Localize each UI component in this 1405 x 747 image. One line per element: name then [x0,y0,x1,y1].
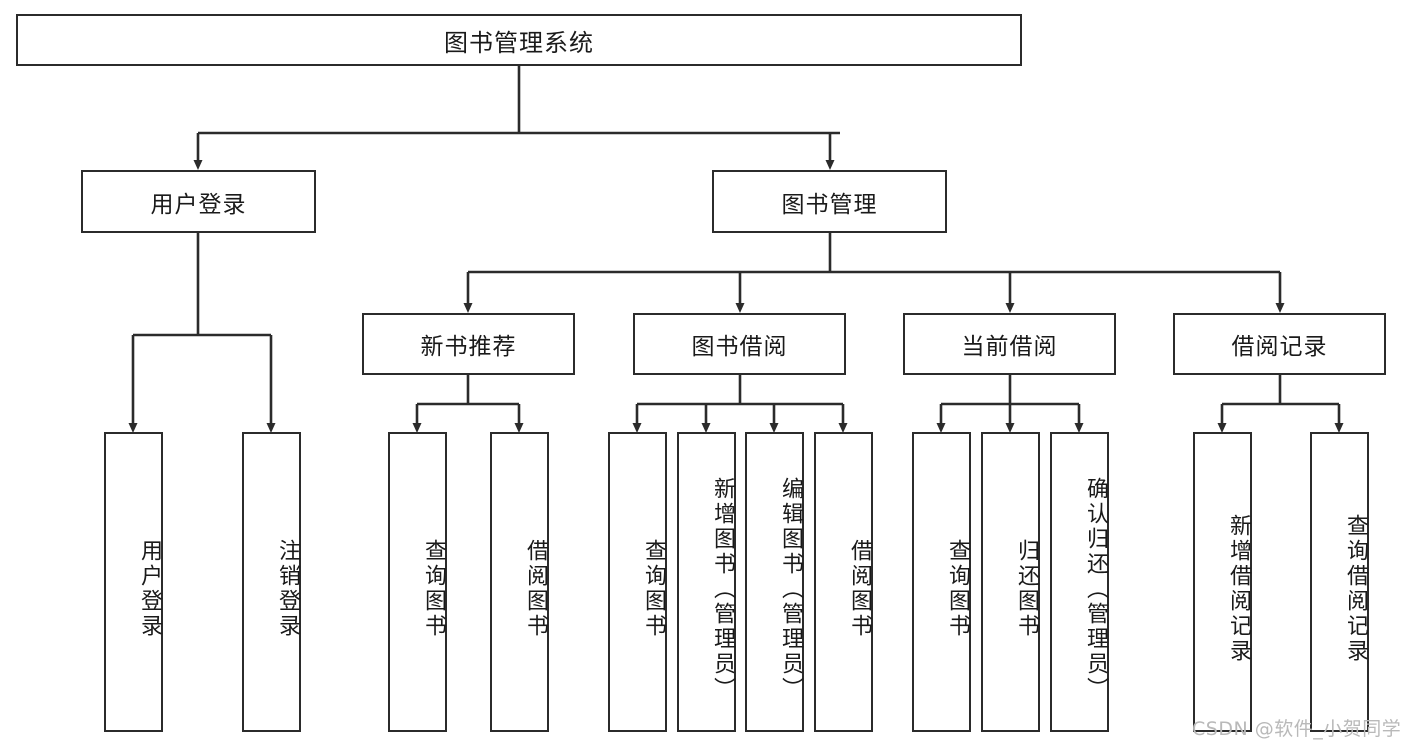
leaf-new-book-borrow[interactable]: 借阅图书 [490,432,549,732]
node-borrow-record[interactable]: 借阅记录 [1173,313,1386,375]
node-label: 查询图书 [945,539,970,639]
leaf-current-confirm-return-admin[interactable]: 确认归还（管理员） [1050,432,1109,732]
node-label: 借阅记录 [1231,334,1328,360]
leaf-new-book-query[interactable]: 查询图书 [388,432,447,732]
node-label: 注销登录 [275,539,300,639]
node-label: 图书管理系统 [444,28,594,57]
leaf-record-query-borrow-record[interactable]: 查询借阅记录 [1310,432,1369,732]
node-root-book-management-system[interactable]: 图书管理系统 [16,14,1022,66]
node-label: 查询借阅记录 [1343,514,1368,664]
leaf-borrow-edit-book-admin[interactable]: 编辑图书（管理员） [745,432,804,732]
node-label: 图书借阅 [691,334,788,360]
node-label: 编辑图书（管理员） [778,476,803,702]
node-label: 查询图书 [421,539,446,639]
node-current-borrow[interactable]: 当前借阅 [903,313,1116,375]
node-user-login[interactable]: 用户登录 [81,170,316,233]
node-label: 当前借阅 [961,334,1058,360]
node-label: 查询图书 [641,539,666,639]
node-label: 确认归还（管理员） [1083,476,1108,702]
node-label: 新增借阅记录 [1226,514,1251,664]
node-label: 图书管理 [781,191,878,218]
node-new-book-recommend[interactable]: 新书推荐 [362,313,575,375]
leaf-record-add-borrow-record[interactable]: 新增借阅记录 [1193,432,1252,732]
leaf-current-query-book[interactable]: 查询图书 [912,432,971,732]
node-label: 用户登录 [150,191,247,218]
node-label: 用户登录 [137,539,162,639]
node-book-management[interactable]: 图书管理 [712,170,947,233]
node-label: 归还图书 [1014,539,1039,639]
node-book-borrow[interactable]: 图书借阅 [633,313,846,375]
node-label: 新书推荐 [420,334,517,360]
node-label: 新增图书（管理员） [710,476,735,702]
leaf-borrow-query-book[interactable]: 查询图书 [608,432,667,732]
leaf-current-return-book[interactable]: 归还图书 [981,432,1040,732]
leaf-user-login-signin[interactable]: 用户登录 [104,432,163,732]
node-label: 借阅图书 [523,539,548,639]
leaf-user-login-signout[interactable]: 注销登录 [242,432,301,732]
leaf-borrow-borrow-book[interactable]: 借阅图书 [814,432,873,732]
node-label: 借阅图书 [847,539,872,639]
csdn-watermark: CSDN @软件_小贺同学 [1192,718,1402,740]
leaf-borrow-add-book-admin[interactable]: 新增图书（管理员） [677,432,736,732]
